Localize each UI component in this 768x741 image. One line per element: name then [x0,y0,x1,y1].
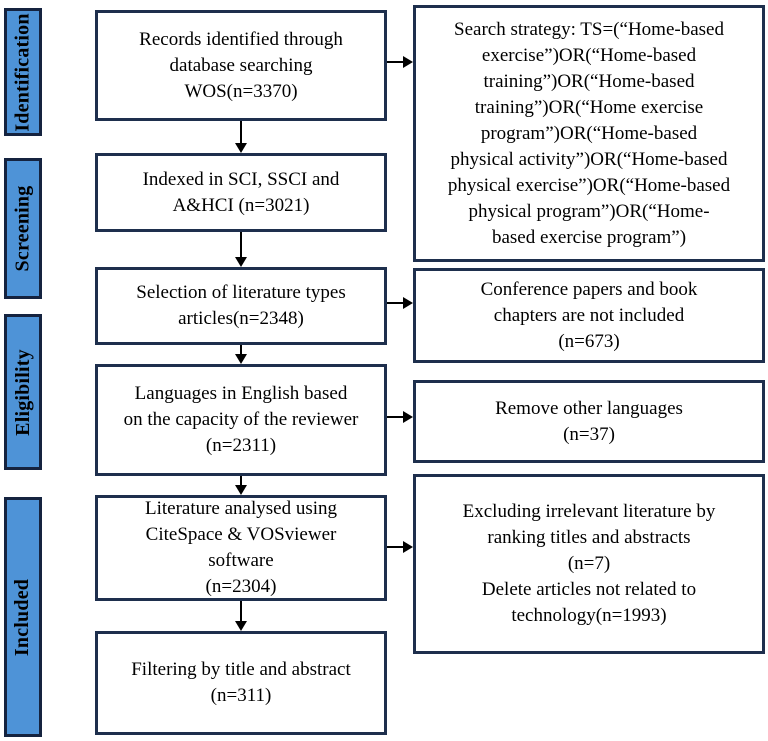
stage-included: Included [4,497,42,737]
flow-box-records-identified-text: Records identified through database sear… [139,28,343,102]
side-box-search-strategy-text: Search strategy: TS=(“Home-based exercis… [447,18,731,248]
stage-eligibility-label: Eligibility [11,348,34,436]
flow-box-records-identified: Records identified through database sear… [95,10,387,121]
flow-box-analysed-text: Literature analysed using CiteSpace & VO… [144,498,338,597]
side-box-remove-languages: Remove other languages (n=37) [413,380,765,463]
flow-box-analysed: Literature analysed using CiteSpace & VO… [95,495,387,601]
flow-box-indexed: Indexed in SCI, SSCI and A&HCI (n=3021) [95,153,387,232]
arrow-right-1-icon [387,61,411,63]
flow-box-selection: Selection of literature types articles(n… [95,267,387,345]
arrow-right-3-icon [387,416,411,418]
stage-screening: Screening [4,158,42,299]
arrow-right-4-icon [387,546,411,548]
arrow-down-5-icon [240,601,242,629]
arrow-down-1-icon [240,121,242,151]
side-box-search-strategy: Search strategy: TS=(“Home-based exercis… [413,5,765,262]
side-box-conference-excluded: Conference papers and book chapters are … [413,268,765,363]
arrow-down-4-icon [240,476,242,493]
arrow-down-3-icon [240,345,242,362]
side-box-excluding-irrelevant: Excluding irrelevant literature by ranki… [413,474,765,654]
stage-eligibility: Eligibility [4,314,42,470]
stage-identification-label: Identification [11,12,34,132]
side-box-excluding-irrelevant-text: Excluding irrelevant literature by ranki… [462,501,716,626]
stage-included-label: Included [11,578,34,656]
stage-screening-label: Screening [11,185,34,272]
flow-box-filtering-text: Filtering by title and abstract (n=311) [131,659,351,706]
arrow-down-2-icon [240,232,242,265]
side-box-conference-excluded-text: Conference papers and book chapters are … [480,278,698,352]
flow-box-selection-text: Selection of literature types articles(n… [136,282,346,329]
side-box-remove-languages-text: Remove other languages (n=37) [495,397,683,445]
arrow-right-2-icon [387,302,411,304]
flow-box-filtering: Filtering by title and abstract (n=311) [95,631,387,735]
flow-box-languages-text: Languages in English based on the capaci… [123,383,359,456]
flow-box-indexed-text: Indexed in SCI, SSCI and A&HCI (n=3021) [142,168,340,216]
stage-identification: Identification [4,8,42,136]
flow-box-languages: Languages in English based on the capaci… [95,364,387,476]
